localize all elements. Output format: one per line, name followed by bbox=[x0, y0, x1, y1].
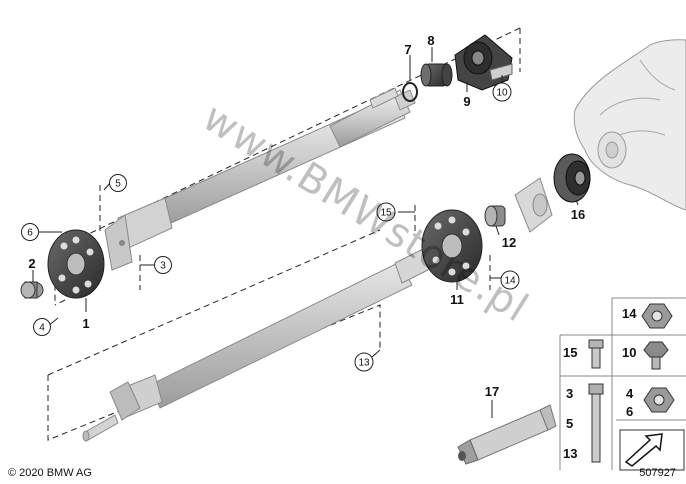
snap-ring bbox=[402, 82, 418, 102]
callout-circle-6 bbox=[21, 223, 39, 241]
bolt-15-icon bbox=[588, 339, 604, 369]
callout-17: 17 bbox=[485, 384, 499, 399]
copyright-text: © 2020 BMW AG bbox=[8, 467, 92, 479]
callout-12: 12 bbox=[502, 235, 516, 250]
centering-sleeve-lower bbox=[484, 205, 506, 227]
legend-label-13: 13 bbox=[563, 446, 577, 461]
legend-label-14: 14 bbox=[622, 306, 637, 321]
nut-14-icon bbox=[641, 303, 673, 329]
diagram-number: 507927 bbox=[639, 467, 676, 479]
legend-label-4: 4 bbox=[626, 386, 634, 401]
callout-circle-10 bbox=[492, 82, 512, 102]
flex-disc-lower bbox=[421, 209, 483, 283]
callout-labels: 1 2 3 4 5 6 7 8 9 10 11 12 13 14 15 16 1… bbox=[21, 33, 585, 399]
callout-1: 1 bbox=[82, 316, 89, 331]
upper-propeller-shaft bbox=[104, 87, 416, 271]
callout-circle-4 bbox=[33, 318, 51, 336]
nut-4-6-icon bbox=[643, 387, 675, 413]
flex-disc-upper bbox=[47, 229, 105, 299]
bolt-10-icon bbox=[643, 341, 669, 370]
callout-6: 6 bbox=[27, 228, 33, 239]
legend-label-3: 3 bbox=[566, 386, 573, 401]
callout-4: 4 bbox=[39, 323, 45, 334]
shaft-flange-16 bbox=[553, 153, 591, 203]
long-bolt-icon bbox=[588, 383, 604, 463]
callout-circle-3 bbox=[154, 256, 172, 274]
lower-propeller-shaft bbox=[82, 247, 433, 442]
rear-differential bbox=[573, 39, 686, 211]
callout-10: 10 bbox=[496, 88, 508, 99]
center-bearing bbox=[454, 34, 513, 91]
legend-label-5: 5 bbox=[566, 416, 573, 431]
direction-arrow-icon bbox=[619, 429, 685, 471]
callout-5: 5 bbox=[115, 179, 121, 190]
callout-circle-13 bbox=[354, 352, 374, 372]
center-bearing-bushing bbox=[420, 63, 453, 87]
callout-13: 13 bbox=[358, 358, 370, 369]
callout-7: 7 bbox=[404, 42, 411, 57]
callout-3: 3 bbox=[160, 261, 166, 272]
callout-14: 14 bbox=[504, 276, 516, 287]
callout-circle-14 bbox=[500, 270, 520, 290]
grease-tube bbox=[457, 404, 557, 465]
legend-label-10: 10 bbox=[622, 345, 636, 360]
legend-label-6: 6 bbox=[626, 404, 633, 419]
callout-circle-5 bbox=[109, 174, 127, 192]
hardware-legend: 14 15 10 3 5 13 4 6 bbox=[559, 297, 686, 471]
callout-11: 11 bbox=[450, 292, 464, 307]
callout-2: 2 bbox=[28, 256, 35, 271]
centering-sleeve-upper bbox=[20, 281, 44, 299]
output-flange bbox=[514, 177, 553, 233]
callout-9: 9 bbox=[463, 94, 470, 109]
callout-circle-15 bbox=[376, 202, 396, 222]
legend-label-15: 15 bbox=[563, 345, 577, 360]
callout-8: 8 bbox=[427, 33, 434, 48]
callout-16: 16 bbox=[571, 207, 585, 222]
callout-15: 15 bbox=[380, 208, 392, 219]
